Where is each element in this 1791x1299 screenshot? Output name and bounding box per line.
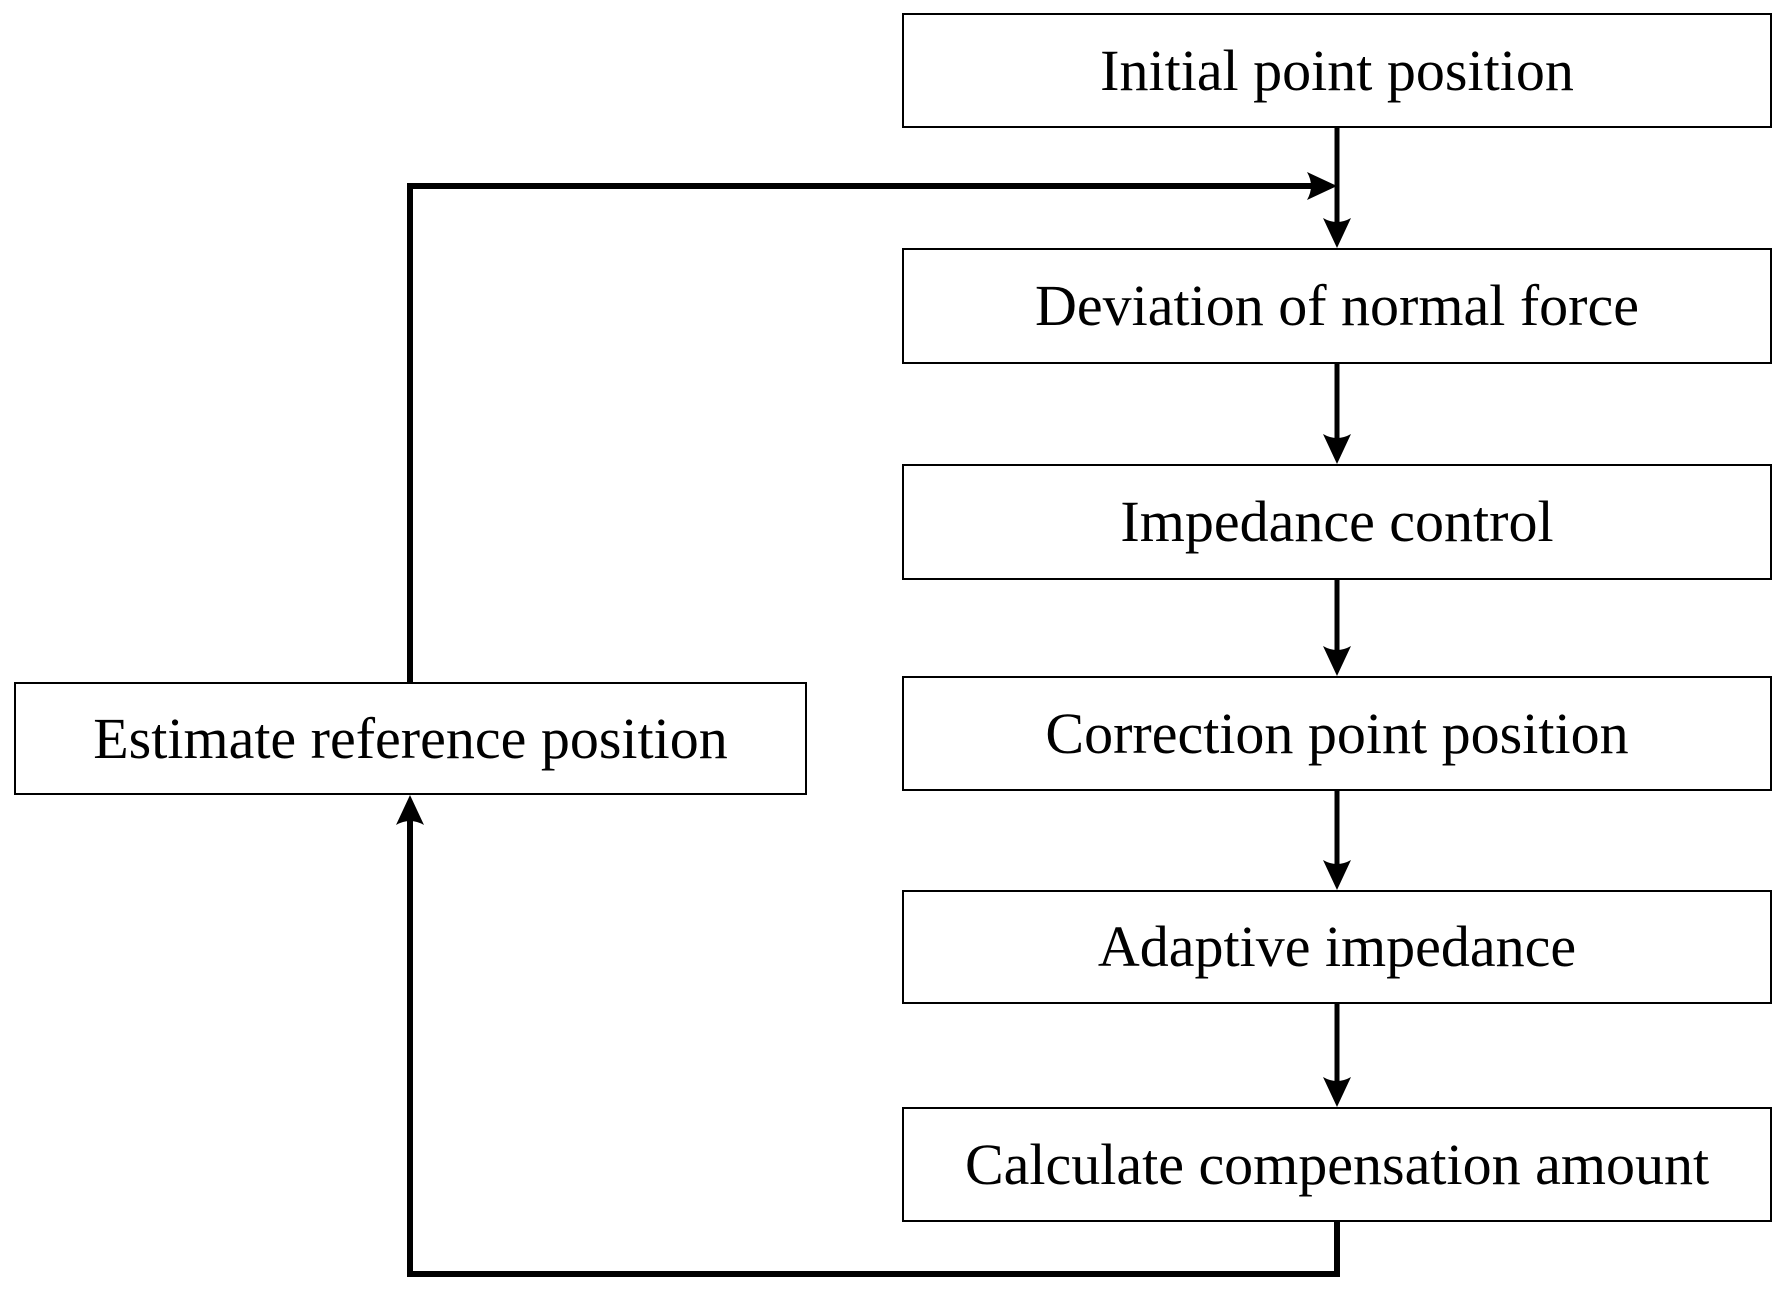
node-estimate-reference-position: Estimate reference position xyxy=(14,682,807,795)
arrowhead-into-main-line-junction xyxy=(1307,172,1337,200)
node-adaptive-impedance: Adaptive impedance xyxy=(902,890,1772,1004)
node-impedance-control: Impedance control xyxy=(902,464,1772,580)
arrowhead-into-deviation xyxy=(1323,218,1351,248)
node-correction-point-position: Correction point position xyxy=(902,676,1772,791)
arrowhead-into-impedance xyxy=(1323,434,1351,464)
arrowhead-into-calculate xyxy=(1323,1077,1351,1107)
node-calculate-compensation-amount: Calculate compensation amount xyxy=(902,1107,1772,1222)
node-initial-point-position: Initial point position xyxy=(902,13,1772,128)
feedback-bottom-elbow-shaft xyxy=(407,811,1340,1277)
arrowhead-into-correction xyxy=(1323,646,1351,676)
arrowhead-into-estimate xyxy=(396,795,424,825)
arrowhead-into-adaptive xyxy=(1323,860,1351,890)
node-deviation-of-normal-force: Deviation of normal force xyxy=(902,248,1772,364)
feedback-top-elbow-shaft xyxy=(407,183,1313,683)
